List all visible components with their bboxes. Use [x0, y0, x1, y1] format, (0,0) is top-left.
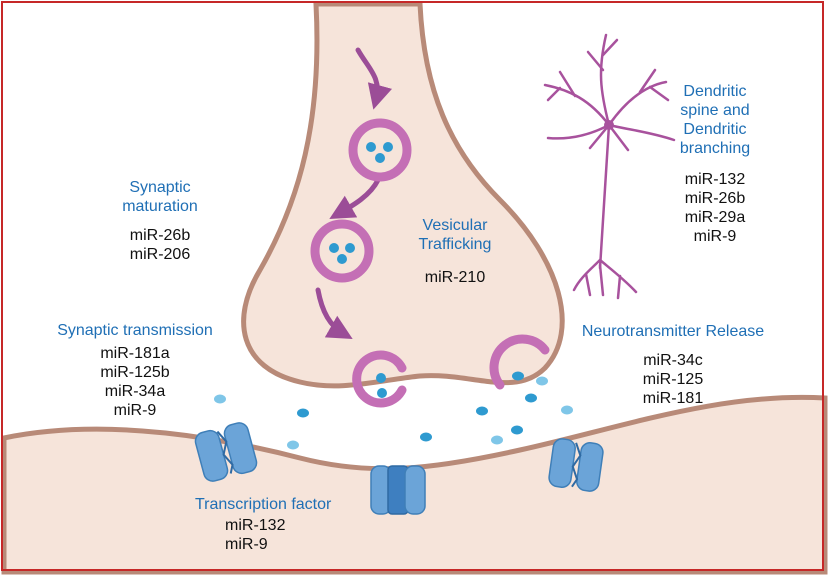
trafficking-arrow-1	[355, 47, 392, 110]
synaptic-transmission-mirnas: miR-181a miR-125b miR-34a miR-9	[40, 344, 230, 420]
mirna: miR-34a	[104, 383, 166, 400]
transcription-factor-heading: Transcription factor	[180, 495, 380, 514]
neurotransmitter-release-mirnas: miR-34c miR-125 miR-181	[568, 351, 778, 408]
mirna: miR-132	[684, 171, 746, 188]
receptor-center	[370, 465, 426, 515]
synaptic-maturation-heading: Synaptic maturation	[105, 178, 215, 216]
mirna: miR-206	[129, 246, 191, 263]
mirna: miR-125	[642, 371, 704, 388]
trafficking-arrow-2	[329, 177, 381, 219]
presynaptic-terminal	[241, 1, 565, 389]
heading-line: Transcription factor	[195, 496, 332, 513]
vesicle-2	[310, 219, 374, 283]
label-dendritic: Dendritic spine and Dendritic branching …	[660, 82, 770, 246]
neuron-icon	[543, 33, 676, 300]
vesicular-trafficking-mirnas: miR-210	[400, 268, 510, 287]
receptor-left	[194, 422, 258, 482]
label-transcription-factor: Transcription factor miR-132 miR-9	[180, 495, 380, 554]
label-neurotransmitter-release: Neurotransmitter Release miR-34c miR-125…	[568, 322, 778, 408]
label-synaptic-maturation: Synaptic maturation miR-26b miR-206	[105, 178, 215, 264]
synaptic-transmission-heading: Synaptic transmission	[40, 321, 230, 340]
synaptic-maturation-mirnas: miR-26b miR-206	[105, 226, 215, 264]
dendritic-mirnas: miR-132 miR-26b miR-29a miR-9	[660, 170, 770, 246]
mirna: miR-181	[642, 390, 704, 407]
fusing-vesicle-1	[352, 350, 407, 408]
label-vesicular-trafficking: Vesicular Trafficking miR-210	[400, 216, 510, 287]
trafficking-arrow-3	[315, 287, 353, 339]
heading-line: Dendritic	[683, 121, 747, 138]
receptor-right	[548, 438, 604, 492]
vesicle-1	[348, 118, 412, 182]
mirna: miR-26b	[684, 190, 746, 207]
mirna: miR-125b	[100, 364, 170, 381]
mirna: miR-210	[424, 269, 486, 286]
heading-line: Trafficking	[418, 236, 492, 253]
heading-line: Neurotransmitter Release	[581, 323, 765, 340]
neurotransmitter-molecules	[214, 371, 573, 450]
mirna: miR-132	[225, 517, 286, 534]
heading-line: Synaptic	[129, 179, 191, 196]
mirna: miR-34c	[643, 352, 703, 369]
mirna: miR-9	[225, 536, 268, 553]
heading-line: branching	[679, 140, 751, 157]
heading-line: Synaptic transmission	[57, 322, 213, 339]
mirna: miR-181a	[100, 345, 170, 362]
mirna: miR-29a	[684, 209, 746, 226]
heading-line: maturation	[122, 198, 198, 215]
heading-line: Dendritic	[683, 83, 747, 100]
fusing-vesicle-2	[489, 334, 550, 390]
neurotransmitter-release-heading: Neurotransmitter Release	[568, 322, 778, 341]
heading-line: Vesicular	[422, 217, 488, 234]
mirna: miR-26b	[129, 227, 191, 244]
label-synaptic-transmission: Synaptic transmission miR-181a miR-125b …	[40, 321, 230, 420]
transcription-factor-mirnas: miR-132 miR-9	[180, 516, 380, 554]
heading-line: spine and	[680, 102, 750, 119]
vesicular-trafficking-heading: Vesicular Trafficking	[400, 216, 510, 254]
dendritic-heading: Dendritic spine and Dendritic branching	[660, 82, 770, 158]
mirna: miR-9	[693, 228, 737, 245]
mirna: miR-9	[113, 402, 157, 419]
